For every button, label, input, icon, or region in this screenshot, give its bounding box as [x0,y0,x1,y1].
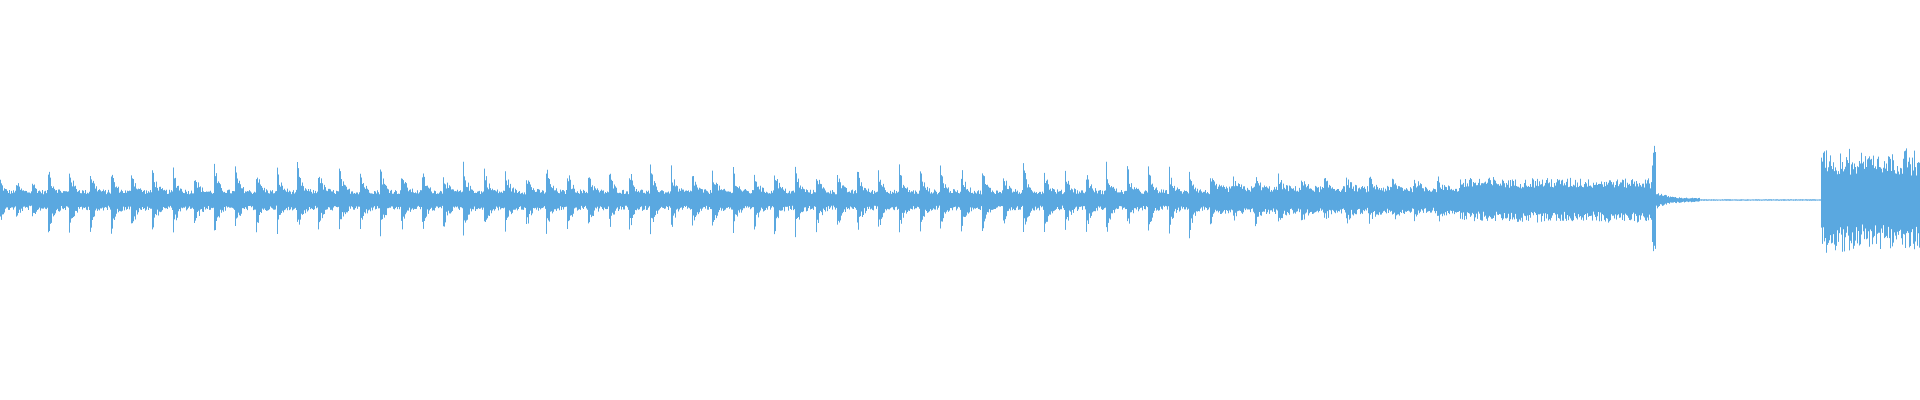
waveform-bars [0,145,1920,253]
waveform-path [0,145,1920,253]
